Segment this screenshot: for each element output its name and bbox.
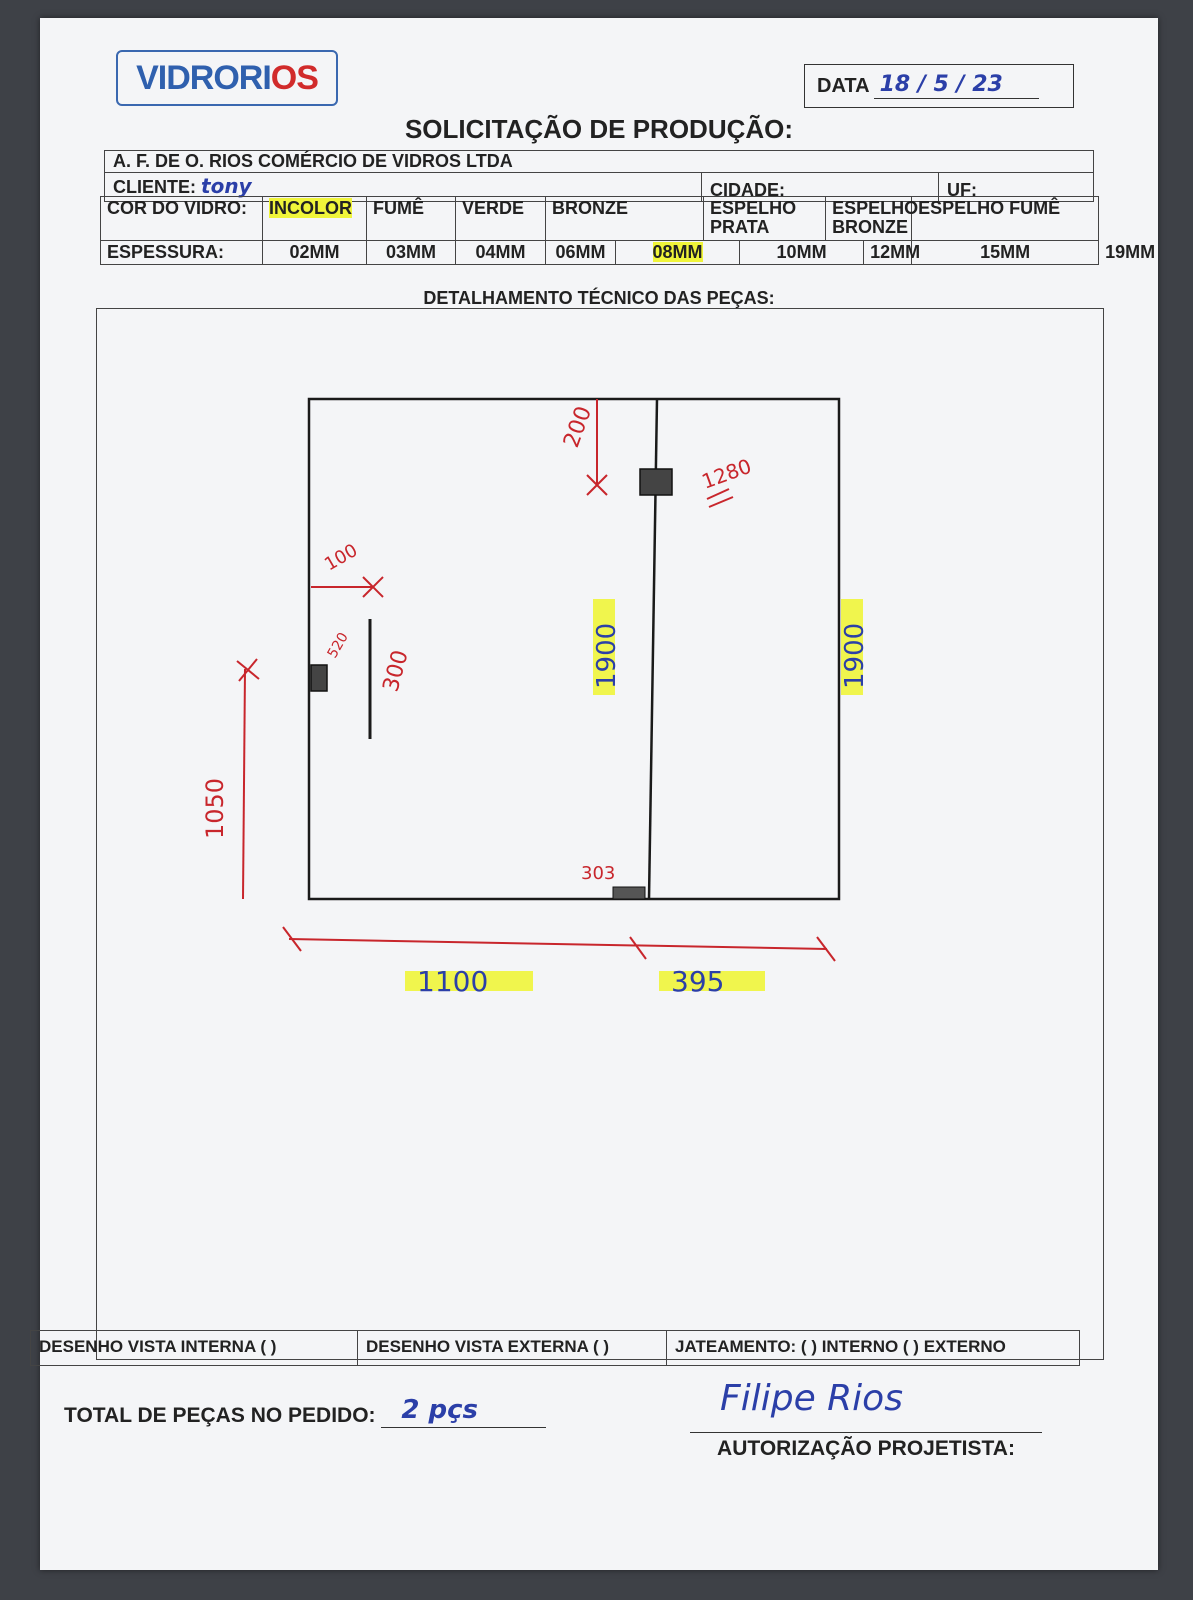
thickness-option-label: 19MM [1105,242,1156,262]
color-option-bronze[interactable]: BRONZE [545,196,705,241]
thickness-option-03mm[interactable]: 03MM [366,240,456,265]
color-option-verde[interactable]: VERDE [454,196,547,241]
thickness-option-10mm[interactable]: 10MM [739,240,865,265]
technical-detail-title: DETALHAMENTO TÉCNICO DAS PEÇAS: [423,288,775,308]
view-external-option[interactable]: DESENHO VISTA EXTERNA ( ) [358,1331,667,1365]
color-option-label: VERDE [462,198,525,218]
thickness-option-label: 02MM [289,242,340,262]
blasting-option[interactable]: JATEAMENTO: ( ) INTERNO ( ) EXTERNO [675,1337,1006,1356]
uf-label: UF: [947,180,977,200]
lock-icon [310,664,328,692]
dim-width-fixed: 395 [671,965,724,998]
highlight-mark [659,971,765,991]
thickness-option-02mm[interactable]: 02MM [262,240,367,265]
dim-lock: 520 [325,630,352,661]
hinge-icon [639,468,673,496]
thickness-label: ESPESSURA: [100,240,263,265]
color-option-label: ESPELHO BRONZE [832,198,919,237]
dim-bottom-corner: 303 [581,863,615,884]
thickness-option-label: 03MM [385,242,436,262]
logo-accent-text: OS [270,58,319,97]
thickness-option-label: 06MM [555,242,606,262]
date-box: DATA 18 / 5 / 23 [804,64,1074,108]
pivot-icon [612,886,646,900]
highlight-mark [405,971,533,991]
total-label: TOTAL DE PEÇAS NO PEDIDO: [64,1404,376,1427]
dim-height-inner: 1900 [592,623,622,689]
color-option-fume[interactable]: FUMÊ [366,196,456,241]
drawing-options-row: DESENHO VISTA INTERNA ( ) DESENHO VISTA … [30,1330,1080,1366]
technical-drawing-area: 200 1280 100 520 300 1050 303 1900 1900 … [96,308,1104,1360]
glass-drawing: 200 1280 100 520 300 1050 303 1900 1900 … [201,397,870,998]
thickness-option-08mm[interactable]: 08MM [615,240,741,265]
dim-width-door: 1100 [417,965,488,998]
client-info-table: A. F. DE O. RIOS COMÉRCIO DE VIDROS LTDA… [104,150,1094,202]
dim-height-outer: 1900 [840,623,870,689]
thickness-option-label: 10MM [776,242,827,262]
glass-options-table: COR DO VIDRO: INCOLOR FUMÊ VERDE BRONZE … [100,196,1155,265]
dim-hinge-label: 1280 [699,454,755,494]
page-title: SOLICITAÇÃO DE PRODUÇÃO: [404,114,794,144]
color-option-incolor[interactable]: INCOLOR [262,196,367,241]
total-pieces: TOTAL DE PEÇAS NO PEDIDO: 2 pçs [64,1395,547,1428]
thickness-option-label: 08MM [652,242,703,262]
date-field[interactable]: 18 / 5 / 23 [873,71,1039,99]
color-option-label: FUMÊ [373,198,424,218]
logo-text: VIDRORI [136,58,272,97]
color-option-label: ESPELHO FUMÊ [918,198,1061,218]
color-option-label: ESPELHO PRATA [710,198,797,237]
dim-left-offset: 100 [321,540,361,575]
color-option-label: INCOLOR [269,198,352,218]
view-internal-option[interactable]: DESENHO VISTA INTERNA ( ) [31,1331,358,1365]
thickness-option-04mm[interactable]: 04MM [454,240,547,265]
dim-top-offset: 200 [559,403,597,451]
client-value: tony [201,174,252,198]
signature-mark: Filipe Rios [720,1378,903,1419]
total-field[interactable]: 2 pçs [381,1395,547,1428]
authorization-label: AUTORIZAÇÃO PROJETISTA: [690,1432,1042,1461]
thickness-option-label: 12MM [870,242,921,262]
color-option-espelho-prata[interactable]: ESPELHO PRATA [703,196,827,241]
company-name: A. F. DE O. RIOS COMÉRCIO DE VIDROS LTDA [104,150,1094,173]
thickness-option-15mm[interactable]: 15MM [911,240,1100,265]
designer-signature: Filipe Rios AUTORIZAÇÃO PROJETISTA: [690,1378,1042,1461]
color-option-espelho-fume[interactable]: ESPELHO FUMÊ [911,196,1100,241]
date-label: DATA [817,74,870,97]
dimension-lines [236,399,836,962]
glass-outline [307,397,841,901]
dim-handle: 300 [379,648,414,695]
thickness-option-12mm[interactable]: 12MM [863,240,920,265]
highlight-mark [593,599,615,695]
client-label: CLIENTE: [113,177,196,197]
thickness-option-label: 15MM [980,242,1031,262]
highlight-mark [841,599,863,695]
dim-left-height: 1050 [201,778,229,839]
total-value: 2 pçs [401,1395,479,1425]
glass-color-label: COR DO VIDRO: [100,196,263,241]
color-option-label: BRONZE [552,198,629,218]
color-option-espelho-bronze[interactable]: ESPELHO BRONZE [825,196,918,241]
city-label: CIDADE: [710,180,785,200]
thickness-option-06mm[interactable]: 06MM [545,240,617,265]
thickness-option-label: 04MM [475,242,526,262]
date-value: 18 / 5 / 23 [879,71,1003,97]
